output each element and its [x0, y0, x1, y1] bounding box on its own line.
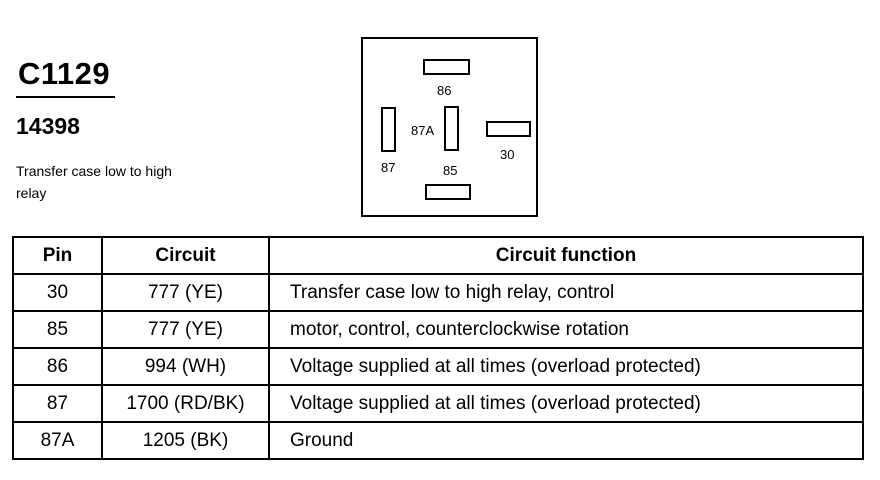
pin-cell: 87A: [12, 421, 103, 460]
circuit-cell: 1700 (RD/BK): [101, 384, 270, 423]
header-circuit: Circuit: [101, 236, 270, 275]
connector-description: Transfer case low to high relay: [16, 163, 172, 201]
table-header-row: Pin Circuit Circuit function: [12, 236, 864, 275]
pin-cell: 85: [12, 310, 103, 349]
circuit-cell: 1205 (BK): [101, 421, 270, 460]
terminal-87a-label: 87A: [411, 123, 435, 138]
terminal-86-label: 86: [437, 83, 452, 98]
terminal-87: [381, 107, 396, 152]
terminal-87-label: 87: [381, 160, 396, 175]
circuit-cell: 994 (WH): [101, 347, 270, 386]
pin-cell: 87: [12, 384, 103, 423]
function-cell: Ground: [268, 421, 864, 460]
terminal-87a: [444, 106, 459, 151]
connector-id: C1129: [18, 56, 111, 91]
table-row: 87A 1205 (BK) Ground: [12, 421, 864, 460]
pin-table: Pin Circuit Circuit function 30 777 (YE)…: [12, 236, 864, 460]
terminal-85: [425, 184, 471, 200]
terminal-86: [423, 59, 470, 75]
pin-cell: 86: [12, 347, 103, 386]
terminal-30-label: 30: [500, 147, 515, 162]
terminal-85-label: 85: [443, 163, 458, 178]
header-pin: Pin: [12, 236, 103, 275]
table-row: 30 777 (YE) Transfer case low to high re…: [12, 273, 864, 312]
function-cell: Voltage supplied at all times (overload …: [268, 384, 864, 423]
part-number: 14398: [16, 113, 80, 139]
relay-connector-face: 86 87 87A 85 30: [361, 37, 538, 217]
header-circuit-function: Circuit function: [268, 236, 864, 275]
circuit-cell: 777 (YE): [101, 310, 270, 349]
table-row: 86 994 (WH) Voltage supplied at all time…: [12, 347, 864, 386]
function-cell: Voltage supplied at all times (overload …: [268, 347, 864, 386]
table-row: 87 1700 (RD/BK) Voltage supplied at all …: [12, 384, 864, 423]
circuit-cell: 777 (YE): [101, 273, 270, 312]
table-row: 85 777 (YE) motor, control, counterclock…: [12, 310, 864, 349]
function-cell: Transfer case low to high relay, control: [268, 273, 864, 312]
function-cell: motor, control, counterclockwise rotatio…: [268, 310, 864, 349]
terminal-30: [486, 121, 531, 137]
pin-cell: 30: [12, 273, 103, 312]
title-underline: [16, 96, 115, 98]
